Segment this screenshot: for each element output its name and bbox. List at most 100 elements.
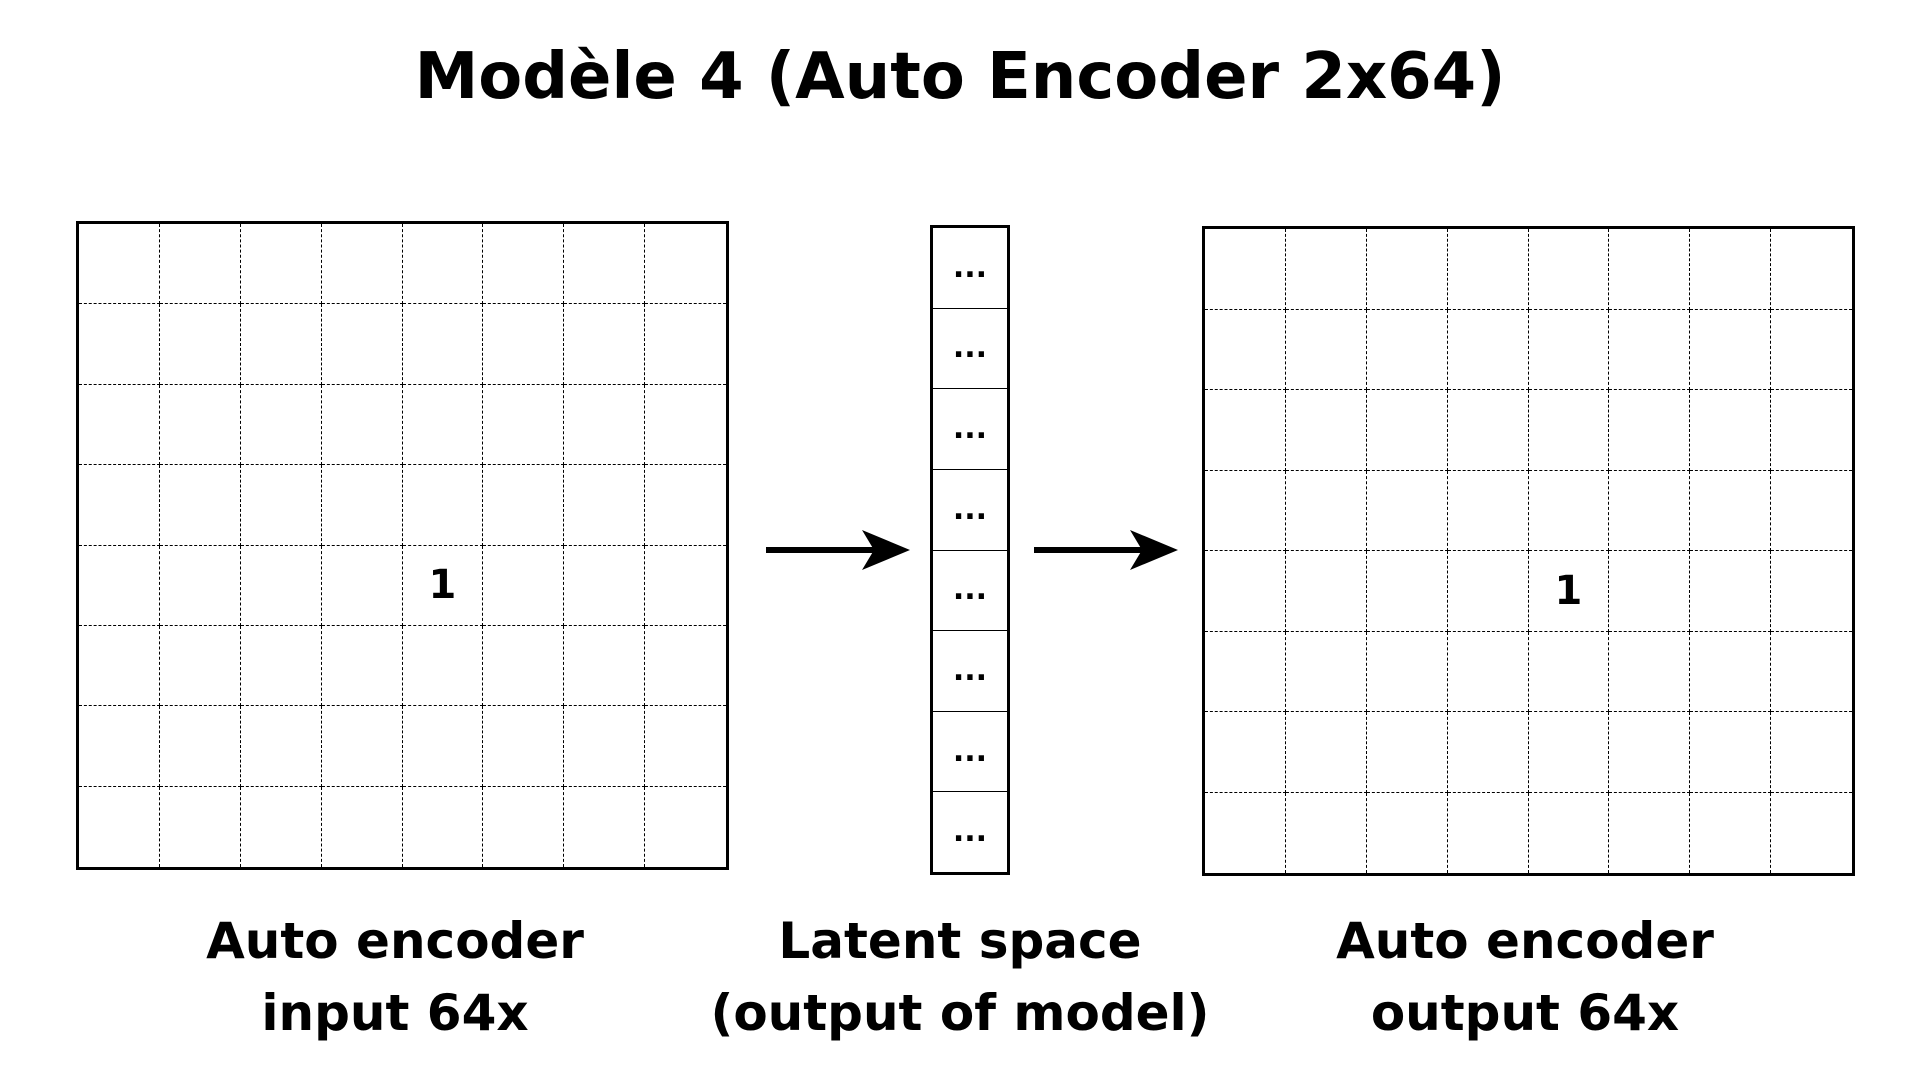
grid-cell: [1528, 631, 1610, 712]
grid-cell: [1690, 712, 1772, 793]
grid-cell: [1690, 631, 1772, 712]
grid-cell: [1285, 309, 1367, 390]
grid-cell: [1609, 229, 1691, 310]
cell-value: 1: [428, 562, 457, 609]
latent-caption-line-2: (output of model): [710, 984, 1210, 1042]
grid-cell: [321, 465, 403, 546]
grid-cell: [1690, 470, 1772, 551]
grid-cell: [1366, 390, 1448, 471]
grid-cell: [645, 706, 726, 787]
grid-cell: [564, 706, 646, 787]
grid-cell: [564, 224, 646, 305]
grid-cell: [1528, 229, 1610, 310]
grid-cell: [159, 384, 241, 466]
grid-cell: [564, 465, 646, 546]
grid-cell: [1690, 551, 1772, 632]
input-caption-line-1: Auto encoder: [206, 912, 584, 970]
grid-cell: [1690, 229, 1772, 310]
grid-cell: [321, 224, 403, 305]
grid-cell: [1528, 309, 1610, 390]
grid-cell: [1609, 309, 1691, 390]
latent-cell: ...: [933, 228, 1007, 309]
grid-cell: [1447, 229, 1529, 310]
grid-cell: [645, 224, 726, 305]
grid-cell: [321, 625, 403, 707]
arrow-right-icon: [1034, 530, 1178, 570]
grid-cell: [1285, 551, 1367, 632]
grid-cell: [483, 625, 565, 707]
grid-cell: [321, 304, 403, 385]
grid-cell: [1690, 390, 1772, 471]
grid-cell: [1366, 712, 1448, 793]
grid-cell: [240, 625, 322, 707]
grid-cell: [402, 706, 484, 787]
grid-cell: [1285, 229, 1367, 310]
grid-cell: [1771, 471, 1852, 551]
latent-cell: ...: [933, 389, 1007, 470]
grid-cell: [1529, 792, 1610, 873]
latent-cell: ...: [933, 551, 1007, 632]
grid-cell: [79, 786, 160, 867]
grid-cell: [321, 706, 403, 787]
grid-cell: [321, 384, 403, 466]
grid-cell: [1771, 390, 1852, 471]
grid-cell: [483, 545, 565, 626]
grid-cell: [240, 224, 322, 305]
latent-cell: ...: [933, 309, 1007, 390]
grid-cell: [564, 786, 646, 867]
latent-cell: ...: [933, 470, 1007, 551]
grid-cell: [1771, 229, 1852, 310]
grid-cell: [159, 224, 241, 305]
grid-cell: [240, 706, 322, 787]
grid-cell: [1205, 792, 1286, 873]
input-caption-line-2: input 64x: [261, 984, 529, 1042]
grid-cell: [1285, 712, 1367, 793]
grid-cell: [1609, 390, 1691, 471]
grid-cell: [1609, 551, 1691, 632]
grid-cell: [1447, 470, 1529, 551]
grid-cell: [645, 546, 726, 626]
grid-cell: [564, 625, 646, 707]
grid-cell: [1609, 792, 1691, 873]
grid-cell: [240, 384, 322, 466]
grid-cell: [483, 304, 565, 385]
grid-cell: [240, 465, 322, 546]
grid-cell: [1609, 631, 1691, 712]
grid-cell: [1771, 632, 1852, 712]
grid-cell: [403, 786, 484, 867]
grid-cell: [1366, 309, 1448, 390]
latent-cell: ...: [952, 814, 988, 850]
grid-cell: [1447, 390, 1529, 471]
grid-cell: [1447, 631, 1529, 712]
grid-cell: [159, 545, 241, 626]
grid-cell: [1528, 470, 1610, 551]
grid-cell: [322, 786, 403, 867]
grid-cell: [79, 625, 160, 707]
grid-cell: [402, 224, 484, 305]
grid-cell: [79, 384, 160, 466]
latent-cell: ...: [933, 631, 1007, 712]
grid-cell: [483, 786, 565, 867]
grid-cell: [1205, 390, 1286, 471]
input-grid: 1: [76, 221, 729, 870]
grid-cell: [1285, 631, 1367, 712]
grid-cell: [645, 465, 726, 546]
grid-cell: [1609, 712, 1691, 793]
grid-cell: [645, 385, 726, 466]
latent-cell: ...: [933, 712, 1007, 793]
grid-cell: [1366, 229, 1448, 310]
grid-cell: [1366, 470, 1448, 551]
grid-cell: [79, 545, 160, 626]
grid-cell: [79, 224, 160, 305]
grid-cell: [645, 626, 726, 707]
grid-cell: [1447, 551, 1529, 632]
grid-cell: [1367, 792, 1448, 873]
latent-space-vector: ........................: [930, 225, 1010, 875]
grid-cell: [483, 384, 565, 466]
grid-cell: [402, 465, 484, 546]
grid-cell: [483, 465, 565, 546]
grid-cell: [564, 384, 646, 466]
grid-cell: [402, 304, 484, 385]
grid-cell: [159, 304, 241, 385]
grid-cell: [1690, 792, 1772, 873]
